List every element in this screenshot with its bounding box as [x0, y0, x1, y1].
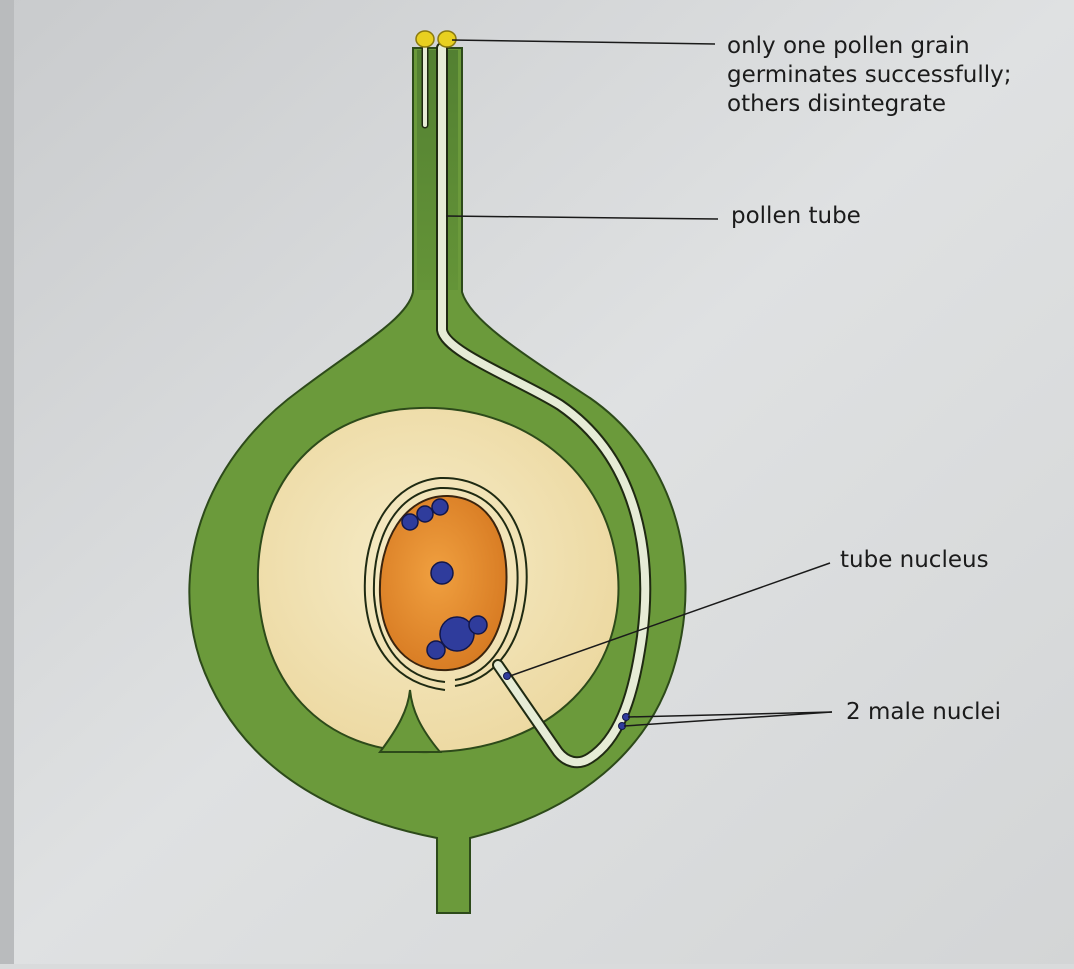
label-pollen-tube: pollen tube [731, 203, 861, 229]
label-pollen-germination-line-3: others disintegrate [727, 91, 946, 117]
leader-male-nucleus-1 [627, 711, 833, 718]
egg-nucleus [439, 616, 475, 652]
synergid-nucleus-2 [468, 615, 488, 635]
integument-outer [363, 476, 528, 691]
label-tube-nucleus: tube nucleus [840, 547, 989, 573]
polar-nucleus [430, 561, 454, 585]
pollen-tube-lumen [438, 44, 650, 767]
leader-male-nucleus-2 [623, 711, 833, 727]
antipodal-nucleus-2 [416, 505, 434, 523]
pollen-grain-1 [415, 30, 435, 48]
label-pollen-germination-line-1: only one pollen grain [727, 33, 970, 59]
leader-pollen-grain [451, 39, 716, 45]
integument-inner [372, 486, 519, 683]
tube-nucleus [503, 672, 511, 680]
antipodal-nucleus-1 [401, 513, 419, 531]
antipodal-nucleus-3 [431, 498, 449, 516]
page-left-shadow [0, 0, 14, 964]
pollen-grain-2 [437, 30, 457, 48]
synergid-nucleus-1 [426, 640, 446, 660]
leader-tube-nucleus [509, 562, 831, 677]
label-pollen-germination-line-2: germinates successfully; [727, 62, 1012, 88]
leader-pollen-tube [445, 215, 719, 220]
funicle [378, 689, 443, 753]
label-male-nuclei: 2 male nuclei [846, 699, 1002, 725]
label-pollen-germination: only one pollen grain germinates success… [727, 32, 1012, 119]
